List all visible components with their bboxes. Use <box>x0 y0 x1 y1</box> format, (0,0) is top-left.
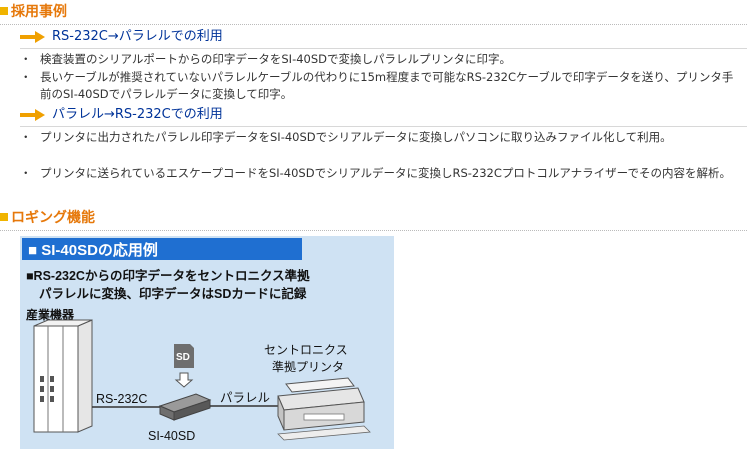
sd-card-icon <box>174 344 194 368</box>
sd-card-label: SD <box>176 352 190 363</box>
orange-arrow-icon <box>20 31 45 43</box>
rs232c-label: RS-232C <box>96 392 147 406</box>
printer-label-line1: セントロニクス <box>264 343 348 357</box>
subheading-title: パラレル→RS-232Cでの利用 <box>52 107 223 122</box>
diagram-header-bar <box>22 238 302 260</box>
application-example-diagram: ■ SI-40SDの応用例 ■RS-232Cからの印字データをセントロニクス準拠… <box>20 236 394 449</box>
printer-label-line2: 準拠プリンタ <box>272 359 344 374</box>
diagram-header-text: ■ SI-40SDの応用例 <box>28 241 158 259</box>
si-40sd-device-icon <box>158 393 212 421</box>
subheading-parallel-to-rs232c: パラレル→RS-232Cでの利用 <box>20 106 747 127</box>
parallel-label: パラレル <box>220 391 270 405</box>
industrial-machine-icon <box>33 319 93 433</box>
section-title: 採用事例 <box>11 4 67 20</box>
list-item: ・検査装置のシリアルポートからの印字データをSI-40SDで変換しパラレルプリン… <box>20 52 512 66</box>
list-item: ・プリンタに出力されたパラレル印字データをSI-40SDでシリアルデータに変換し… <box>20 130 672 144</box>
device-label: SI-40SD <box>148 429 195 443</box>
orange-arrow-icon <box>20 109 45 121</box>
list-item: ・プリンタに送られているエスケープコードをSI-40SDでシリアルデータに変換し… <box>20 166 731 180</box>
printer-icon <box>277 377 371 441</box>
section-heading-case-studies: 採用事例 <box>0 2 747 25</box>
section-title: ロギング機能 <box>11 210 95 226</box>
diagram-caption-line2: パラレルに変換、印字データはSDカードに記録 <box>39 286 307 301</box>
subheading-rs232c-to-parallel: RS-232C→パラレルでの利用 <box>20 28 747 49</box>
list-item: ・長いケーブルが推奨されていないパラレルケーブルの代わりに15m程度まで可能なR… <box>20 70 734 101</box>
square-bullet-icon <box>0 213 8 221</box>
down-arrow-icon <box>174 372 194 388</box>
section-heading-logging: ロギング機能 <box>0 208 747 231</box>
diagram-caption-line1: ■RS-232Cからの印字データをセントロニクス準拠 <box>26 268 310 283</box>
machine-label: 産業機器 <box>26 307 75 322</box>
subheading-title: RS-232C→パラレルでの利用 <box>52 29 223 44</box>
square-bullet-icon <box>0 7 8 15</box>
